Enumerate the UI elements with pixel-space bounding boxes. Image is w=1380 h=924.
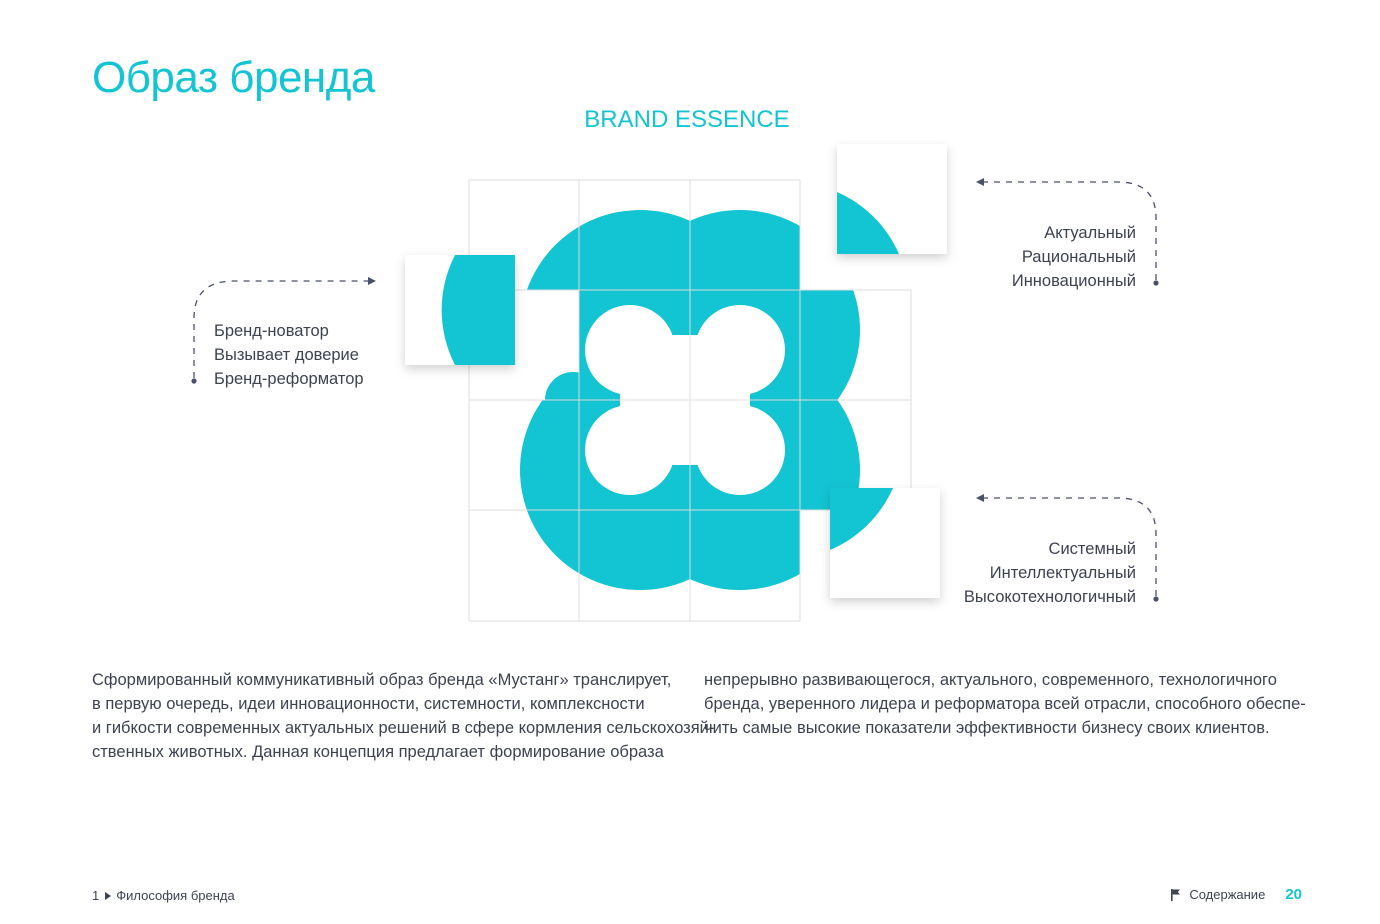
annotation-top-right: Актуальный Рациональный Инновационный [1012, 221, 1136, 293]
annotation-left-line-3: Бренд-реформатор [214, 370, 364, 388]
tile-left [405, 255, 515, 365]
annotation-left-line-2: Вызывает доверие [214, 346, 359, 364]
annotation-top-right-line-2: Рациональный [1021, 248, 1136, 266]
annotation-bottom-right-line-2: Интеллектуальный [989, 564, 1136, 582]
body-left-line-3: и гибкости современных актуальных решени… [92, 719, 715, 737]
body-paragraph-left: Сформированный коммуникативный образ бре… [92, 668, 714, 764]
connectors [193, 181, 1157, 596]
contents-label: Содержание [1189, 887, 1266, 902]
body-left-line-1: Сформированный коммуникативный образ бре… [92, 671, 672, 689]
body-right-line-2: бренда, уверенного лидера и реформатора … [704, 695, 1306, 713]
chapter-title[interactable]: Философия бренда [116, 888, 235, 903]
body-paragraph-right: непрерывно развивающегося, актуального, … [704, 668, 1306, 740]
chevron-right-icon [105, 891, 112, 900]
annotation-left-line-1: Бренд-новатор [214, 322, 329, 340]
tile-top-right [837, 144, 947, 254]
flag-icon [1171, 889, 1181, 901]
annotation-bottom-right-line-3: Высокотехнологичный [963, 588, 1136, 606]
annotation-bottom-right: Системный Интеллектуальный Высокотехноло… [964, 537, 1136, 609]
chapter-number: 1 [92, 888, 100, 903]
contents-link[interactable]: Содержание [1170, 887, 1265, 902]
page-number: 20 [1285, 886, 1302, 903]
tile-bottom-right [830, 488, 940, 598]
body-left-line-2: в первую очередь, идеи инновационности, … [92, 695, 645, 713]
annotation-bottom-right-line-1: Системный [1048, 540, 1136, 558]
annotation-top-right-line-1: Актуальный [1044, 224, 1136, 242]
annotation-left: Бренд-новатор Вызывает доверие Бренд-реф… [214, 319, 364, 391]
body-right-line-1: непрерывно развивающегося, актуального, … [704, 671, 1277, 689]
body-right-line-3: чить самые высокие показатели эффективно… [704, 719, 1270, 737]
page-title: Образ бренда [92, 53, 375, 102]
brand-essence-title: BRAND ESSENCE [584, 106, 790, 133]
annotation-top-right-line-3: Инновационный [1011, 272, 1136, 290]
footer-breadcrumb[interactable]: 1 Философия бренда [92, 888, 235, 903]
footer-right: Содержание 20 [1170, 886, 1302, 903]
connector-ends [191, 178, 1159, 602]
body-left-line-4: ственных животных. Данная концепция пред… [92, 743, 664, 761]
